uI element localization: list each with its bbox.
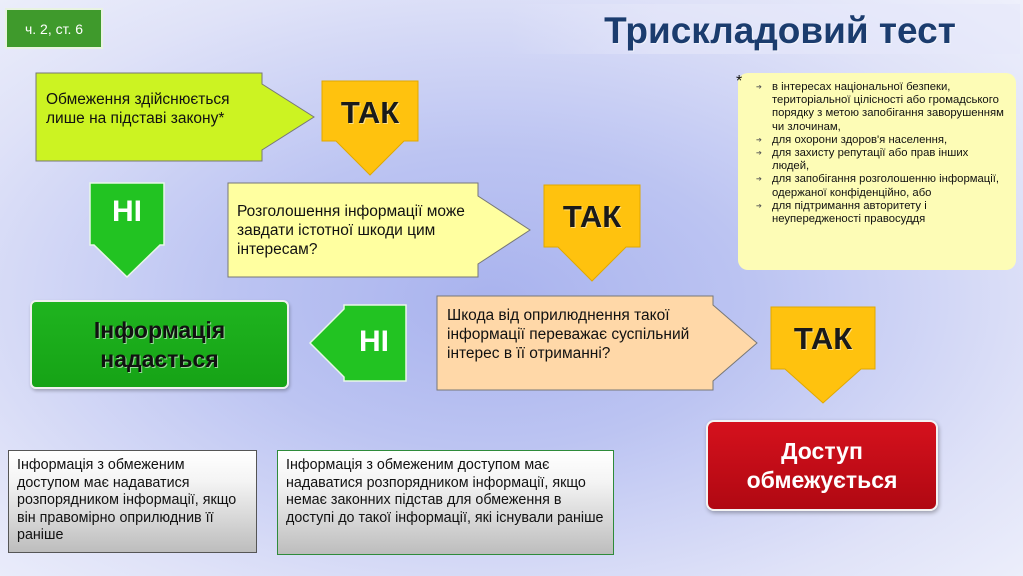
step2-arrow-shape [227, 182, 531, 278]
yes-label-2: ТАК [562, 199, 622, 234]
step3-text: Шкода від оприлюднення такої інформації … [447, 307, 690, 362]
no-arrow-1 [89, 182, 165, 279]
result-provided-box: Інформація надається [30, 300, 289, 389]
result-restricted-box: Доступ обмежується [706, 420, 938, 511]
step2-text: Розголошення інформації може завдати іст… [237, 203, 465, 258]
note-previously-published: Інформація з обмеженим доступом має нада… [8, 450, 257, 553]
title-bar [510, 4, 1020, 54]
yes-arrow-2 [543, 184, 641, 282]
step1-arrow-shape [35, 72, 315, 162]
footnote-list: в інтересах національної безпеки, терито… [750, 81, 1006, 226]
no-arrow-2 [308, 304, 407, 382]
yes-label-3: ТАК [793, 321, 853, 356]
no-label-1: НІ [112, 195, 142, 228]
page-title: Трискладовий тест [604, 10, 956, 51]
footnote-item: для запобігання розголошенню інформації,… [756, 173, 1006, 199]
footnote-marker: * [736, 73, 743, 90]
yes-label-1: ТАК [340, 95, 400, 130]
step3-arrow-shape [436, 295, 758, 391]
footnote-item: для підтримання авторитету і неупереджен… [756, 200, 1006, 226]
step1-text: Обмеження здійснюється лише на підставі … [46, 91, 230, 127]
yes-arrow-3 [770, 306, 876, 404]
no-label-2: НІ [359, 325, 389, 358]
yes-arrow-1 [321, 80, 419, 176]
footnote-item: в інтересах національної безпеки, терито… [756, 81, 1006, 134]
note-no-legal-grounds: Інформація з обмеженим доступом має нада… [277, 450, 614, 555]
footnote-box: * в інтересах національної безпеки, тери… [736, 73, 1016, 270]
article-badge: ч. 2, ст. 6 [5, 8, 103, 49]
footnote-item: для захисту репутації або прав інших люд… [756, 147, 1006, 173]
footnote-item: для охорони здоров'я населення, [756, 134, 1006, 147]
